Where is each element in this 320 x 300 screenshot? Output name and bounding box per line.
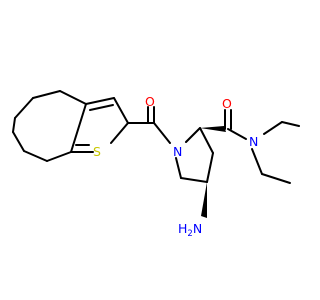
molecule-canvas: O O N N S H2N bbox=[12, 90, 300, 239]
amine-n: N bbox=[193, 221, 202, 236]
bond bbox=[12, 131, 25, 152]
bond bbox=[70, 103, 87, 153]
bond bbox=[113, 97, 129, 124]
bond bbox=[12, 117, 16, 133]
amine-subscript: 2 bbox=[187, 229, 192, 239]
bond bbox=[85, 97, 115, 105]
cycloheptane-ring bbox=[12, 90, 87, 162]
bond bbox=[89, 104, 114, 111]
bond bbox=[206, 152, 214, 183]
oxygen-label: O bbox=[145, 94, 155, 109]
bond bbox=[251, 148, 263, 175]
bond bbox=[110, 122, 129, 144]
carbonyl-linker bbox=[127, 106, 171, 144]
sulfur-label: S bbox=[93, 144, 101, 159]
thiophene-ring bbox=[70, 97, 129, 153]
pyrrolidine-ring bbox=[175, 127, 214, 183]
bond bbox=[59, 90, 87, 105]
nitrogen-label: N bbox=[173, 144, 182, 159]
amine-h: H bbox=[178, 221, 187, 236]
amine-label: H2N bbox=[178, 221, 202, 239]
bond bbox=[23, 150, 48, 162]
carboxamide-group bbox=[224, 109, 300, 184]
bond bbox=[227, 128, 247, 140]
wedge-bond bbox=[200, 126, 226, 132]
bond bbox=[32, 90, 61, 99]
bond bbox=[261, 173, 291, 184]
wedge-bond bbox=[201, 182, 207, 218]
bond bbox=[185, 127, 201, 143]
bond bbox=[180, 177, 208, 183]
bond bbox=[199, 127, 214, 154]
bond bbox=[46, 151, 72, 162]
bond bbox=[153, 122, 171, 144]
bond bbox=[14, 97, 34, 119]
nitrogen-label: N bbox=[249, 134, 258, 149]
structure-drawing: O O N N S H2N bbox=[12, 90, 300, 239]
oxygen-label: O bbox=[222, 96, 232, 111]
bond bbox=[281, 121, 300, 127]
bond bbox=[263, 121, 283, 135]
bond bbox=[175, 157, 182, 179]
